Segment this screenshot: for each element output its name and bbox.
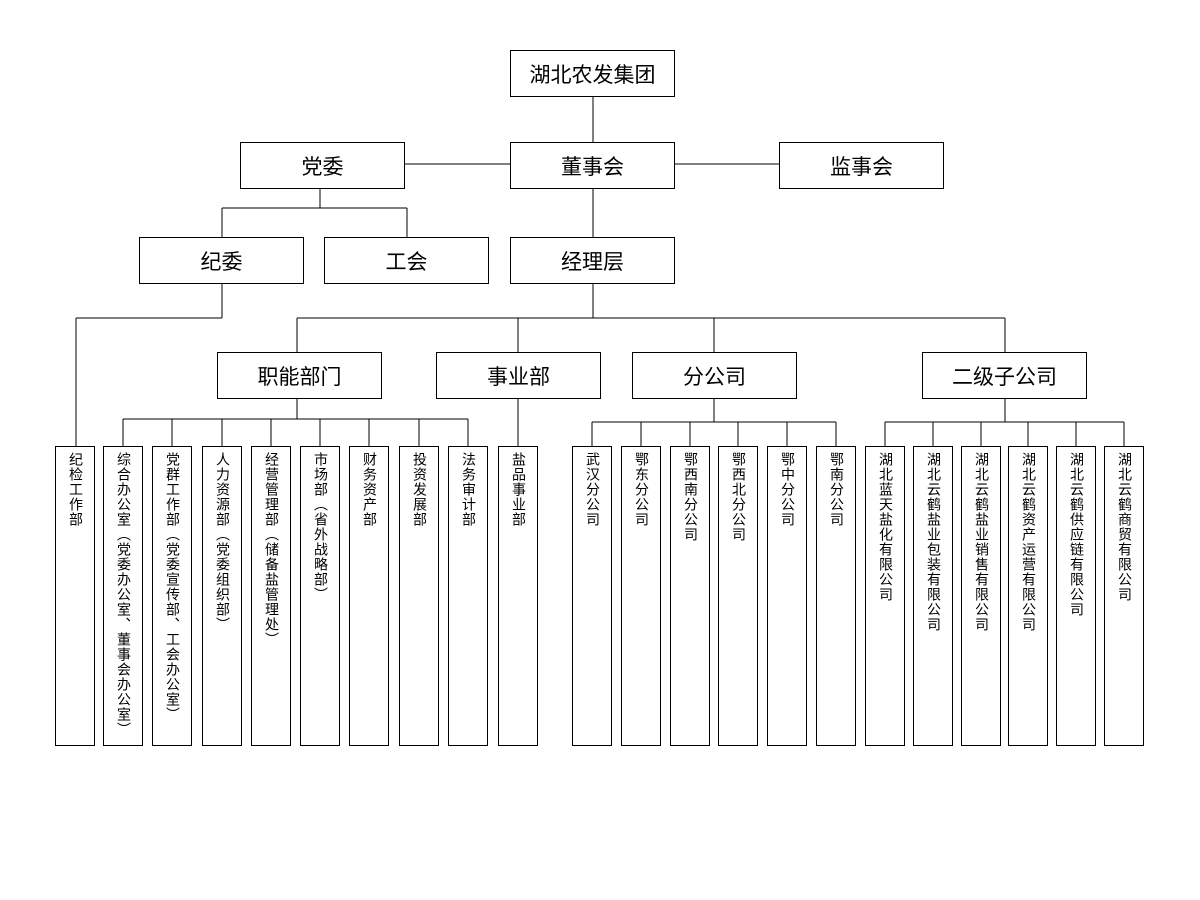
unit-label: 投资发展部	[411, 452, 427, 527]
unit-functional-3: 人力资源部（党委组织部）	[202, 446, 242, 746]
unit-subsidiary-1: 湖北蓝天盐化有限公司	[865, 446, 905, 746]
unit-branch-6: 鄂南分公司	[816, 446, 856, 746]
unit-functional-6: 财务资产部	[349, 446, 389, 746]
unit-functional-8: 法务审计部	[448, 446, 488, 746]
unit-label: 综合办公室（党委办公室、董事会办公室）	[115, 452, 131, 737]
unit-functional-5: 市场部（省外战略部）	[300, 446, 340, 746]
unit-discipline-inspection: 纪检工作部	[55, 446, 95, 746]
node-party-committee: 党委	[240, 142, 405, 189]
unit-label: 湖北蓝天盐化有限公司	[877, 452, 893, 602]
unit-subsidiary-6: 湖北云鹤商贸有限公司	[1104, 446, 1144, 746]
unit-functional-1: 综合办公室（党委办公室、董事会办公室）	[103, 446, 143, 746]
unit-subsidiary-3: 湖北云鹤盐业销售有限公司	[961, 446, 1001, 746]
unit-label: 财务资产部	[361, 452, 377, 527]
node-board: 董事会	[510, 142, 675, 189]
unit-label: 湖北云鹤商贸有限公司	[1116, 452, 1132, 602]
unit-label: 湖北云鹤资产运营有限公司	[1020, 452, 1036, 632]
node-management: 经理层	[510, 237, 675, 284]
unit-label: 鄂南分公司	[828, 452, 844, 527]
unit-label: 纪检工作部	[67, 452, 83, 527]
unit-label: 鄂东分公司	[633, 452, 649, 527]
unit-label: 鄂西南分公司	[682, 452, 698, 542]
unit-label: 市场部（省外战略部）	[312, 452, 328, 602]
unit-subsidiary-2: 湖北云鹤盐业包装有限公司	[913, 446, 953, 746]
unit-business-1: 盐品事业部	[498, 446, 538, 746]
unit-label: 法务审计部	[460, 452, 476, 527]
node-business-division: 事业部	[436, 352, 601, 399]
node-functional-departments: 职能部门	[217, 352, 382, 399]
unit-branch-1: 武汉分公司	[572, 446, 612, 746]
unit-subsidiary-4: 湖北云鹤资产运营有限公司	[1008, 446, 1048, 746]
unit-label: 鄂中分公司	[779, 452, 795, 527]
unit-label: 人力资源部（党委组织部）	[214, 452, 230, 632]
unit-label: 鄂西北分公司	[730, 452, 746, 542]
node-subsidiaries: 二级子公司	[922, 352, 1087, 399]
unit-label: 湖北云鹤供应链有限公司	[1068, 452, 1084, 617]
unit-label: 盐品事业部	[510, 452, 526, 527]
unit-label: 经营管理部（储备盐管理处）	[263, 452, 279, 647]
unit-functional-4: 经营管理部（储备盐管理处）	[251, 446, 291, 746]
node-root: 湖北农发集团	[510, 50, 675, 97]
unit-functional-2: 党群工作部（党委宣传部、工会办公室）	[152, 446, 192, 746]
unit-subsidiary-5: 湖北云鹤供应链有限公司	[1056, 446, 1096, 746]
unit-label: 湖北云鹤盐业销售有限公司	[973, 452, 989, 632]
unit-label: 湖北云鹤盐业包装有限公司	[925, 452, 941, 632]
unit-functional-7: 投资发展部	[399, 446, 439, 746]
node-supervisory-board: 监事会	[779, 142, 944, 189]
node-discipline-committee: 纪委	[139, 237, 304, 284]
unit-label: 党群工作部（党委宣传部、工会办公室）	[164, 452, 180, 722]
unit-branch-2: 鄂东分公司	[621, 446, 661, 746]
node-labor-union: 工会	[324, 237, 489, 284]
unit-label: 武汉分公司	[584, 452, 600, 527]
unit-branch-5: 鄂中分公司	[767, 446, 807, 746]
unit-branch-4: 鄂西北分公司	[718, 446, 758, 746]
unit-branch-3: 鄂西南分公司	[670, 446, 710, 746]
node-branch-companies: 分公司	[632, 352, 797, 399]
